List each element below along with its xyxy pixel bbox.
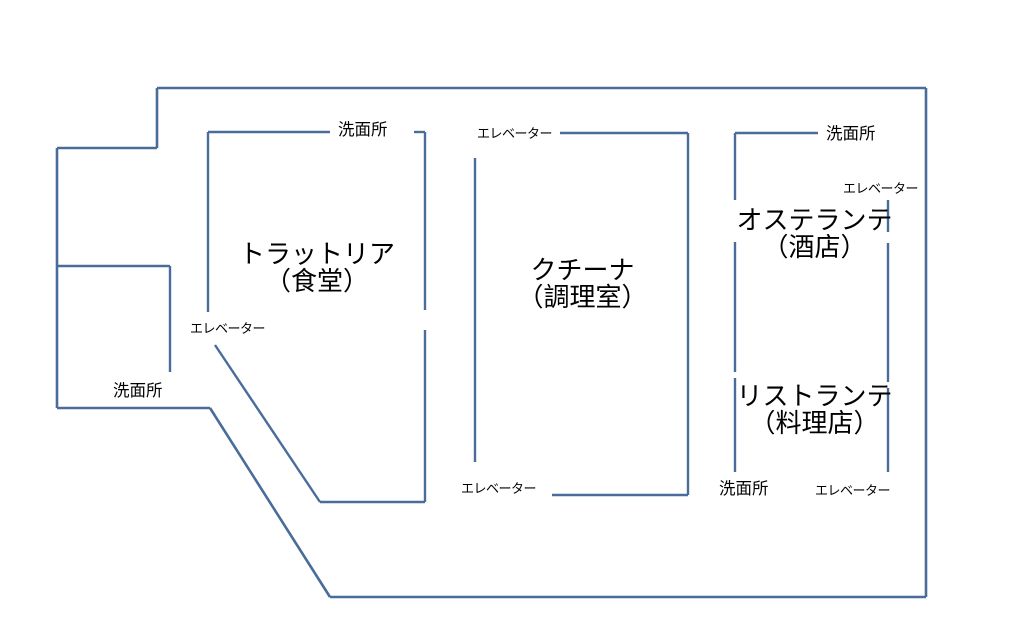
annotation-washroom-left-lower: 洗面所 [113, 382, 163, 400]
room-label-ristorante-line2: （料理店） [749, 408, 880, 439]
annotation-elevator-bottom-right: エレベーター [815, 483, 891, 498]
annotation-elevator-bottom-center: エレベーター [461, 481, 537, 496]
outer-wall-diagonal-lower [208, 407, 332, 598]
trattoria-walls [206, 130, 427, 504]
room-label-cucina: クチーナ （調理室） [500, 256, 665, 311]
outer-wall-outline [55, 86, 928, 599]
room-label-osteria-line2: （酒店） [762, 232, 867, 263]
room-label-osteria-line1: オステランテ [736, 205, 893, 235]
room-label-trattoria: トラットリア （食堂） [232, 240, 402, 295]
right-block-walls [733, 131, 890, 472]
room-label-ristorante-line1: リストランテ [736, 381, 893, 411]
room-label-cucina-line2: （調理室） [517, 282, 648, 313]
trattoria-wall-diagonal [214, 344, 321, 503]
annotation-elevator-left-mid: エレベーター [190, 321, 266, 336]
annotation-elevator-top-center: エレベーター [477, 126, 553, 141]
annotation-washroom-top-left: 洗面所 [338, 121, 388, 139]
room-label-trattoria-line2: （食堂） [264, 266, 369, 297]
room-label-trattoria-line1: トラットリア [238, 239, 395, 269]
room-label-osteria: オステランテ （酒店） [727, 206, 902, 261]
room-label-cucina-line1: クチーナ [530, 255, 635, 285]
annotation-washroom-top-right: 洗面所 [826, 125, 876, 143]
left-rooms-partition [57, 264, 172, 372]
annotation-elevator-top-right: エレベーター [843, 181, 919, 196]
room-label-ristorante: リストランテ （料理店） [727, 382, 902, 437]
cucina-walls [473, 131, 690, 497]
annotation-washroom-bottom-right: 洗面所 [719, 480, 769, 498]
